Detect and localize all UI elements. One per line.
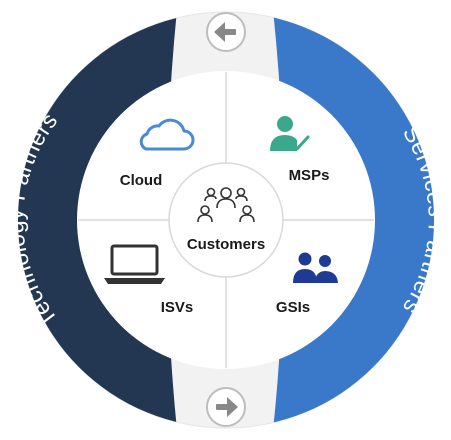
arrow-left-icon xyxy=(214,22,236,42)
users-icon xyxy=(293,252,338,283)
cloud-icon xyxy=(139,118,195,151)
isvs-label: ISVs xyxy=(161,299,194,316)
msps-label: MSPs xyxy=(289,167,330,184)
people-group-icon xyxy=(197,187,255,223)
center-circle xyxy=(168,162,284,278)
arrow-right-icon xyxy=(216,397,238,417)
arrow-left-button[interactable] xyxy=(206,12,246,52)
laptop-icon xyxy=(104,244,165,284)
user-check-icon xyxy=(270,116,310,151)
gsis-label: GSIs xyxy=(276,299,310,316)
cloud-label: Cloud xyxy=(120,172,163,189)
customers-label: Customers xyxy=(187,236,265,253)
arrow-right-button[interactable] xyxy=(206,387,246,427)
